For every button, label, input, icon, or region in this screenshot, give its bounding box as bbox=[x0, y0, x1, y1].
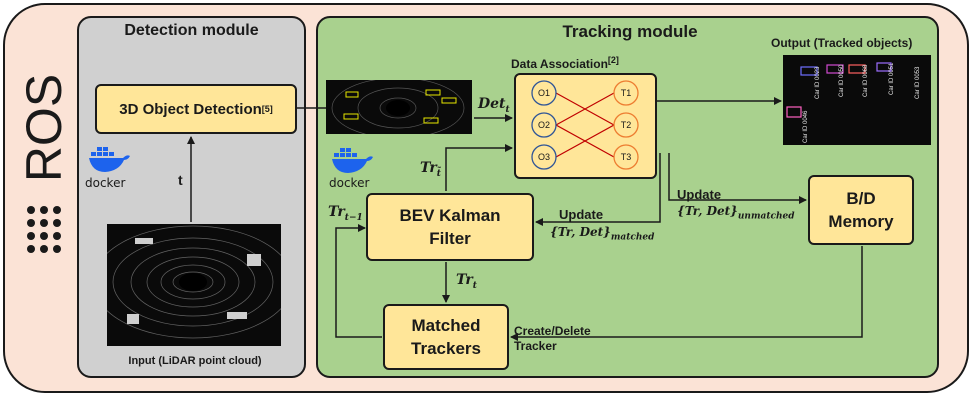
docker-label: docker bbox=[85, 176, 126, 190]
node-label-o3: O3 bbox=[538, 152, 550, 162]
detection-frame-image bbox=[326, 80, 472, 134]
bd-memory-box: B/D Memory bbox=[808, 175, 914, 245]
arrow-kalman-to-association bbox=[445, 144, 513, 191]
match-lines bbox=[555, 92, 615, 158]
input-caption: Input (LiDAR point cloud) bbox=[128, 355, 262, 367]
track-id-label: Car ID 0051 bbox=[889, 62, 895, 95]
create-delete-line1: Create/Delete bbox=[514, 324, 591, 338]
data-association-ref: [2] bbox=[607, 55, 619, 65]
lidar-input-image bbox=[107, 224, 281, 346]
output-title: Output (Tracked objects) bbox=[771, 36, 913, 50]
unmatched-formula-base: {Tr, Det} bbox=[677, 204, 738, 218]
tr-tilde-label: Trt̃ bbox=[420, 160, 441, 179]
docker-label: docker bbox=[329, 176, 370, 190]
node-label-t3: T3 bbox=[621, 152, 632, 162]
matched-formula-base: {Tr, Det} bbox=[550, 225, 611, 239]
track-id-label: Car ID 0046 bbox=[803, 110, 809, 143]
association-graph: O1 O2 O3 T1 T2 T3 bbox=[531, 80, 639, 170]
docker-icon bbox=[332, 148, 373, 173]
track-node bbox=[613, 80, 639, 106]
lidar-point-cloud-icon bbox=[107, 225, 281, 339]
node-label-t2: T2 bbox=[621, 120, 632, 130]
tr-t-base: Tr bbox=[456, 272, 473, 288]
track-id-label: Car ID 0053 bbox=[915, 66, 921, 99]
detection-frame-icon bbox=[331, 80, 465, 134]
tr-t-minus-1-label: Trt−1 bbox=[328, 204, 363, 223]
track-node bbox=[613, 112, 639, 138]
tr-t-label: Trt bbox=[456, 272, 477, 291]
ros-dots-icon bbox=[27, 206, 61, 253]
update-unmatched-formula: {Tr, Det}unmatched bbox=[677, 204, 795, 221]
create-delete-line2: Tracker bbox=[514, 339, 557, 353]
tr-prev-base: Tr bbox=[328, 204, 345, 220]
matched-line1: Matched bbox=[411, 316, 481, 335]
detection-node bbox=[531, 112, 557, 138]
output-tracked-image: Car ID 0023 Car ID 0050 Car ID 0068 Car … bbox=[783, 55, 931, 145]
update-unmatched-label: Update bbox=[677, 187, 722, 202]
memory-line1: B/D bbox=[846, 189, 876, 208]
ros-label: ROS bbox=[16, 74, 72, 182]
memory-line2: Memory bbox=[828, 212, 894, 231]
tr-tilde-base: Tr bbox=[420, 160, 437, 176]
object-detection-label: 3D Object Detection bbox=[119, 100, 262, 118]
update-matched-label: Update bbox=[559, 207, 604, 222]
docker-icon bbox=[89, 147, 130, 172]
det-t-base: Det bbox=[478, 96, 506, 112]
bev-kalman-filter-box: BEV Kalman Filter bbox=[366, 193, 534, 261]
arrow-association-to-memory bbox=[668, 153, 807, 204]
ros-logo: ROS bbox=[16, 74, 72, 253]
matched-trackers-box: Matched Trackers bbox=[383, 304, 509, 370]
create-delete-label: Create/Delete Tracker bbox=[514, 324, 591, 354]
arrow-memory-to-matched bbox=[510, 246, 863, 341]
detection-node bbox=[531, 80, 557, 106]
matched-formula-sub: matched bbox=[610, 232, 655, 243]
kalman-line2: Filter bbox=[429, 229, 471, 248]
tr-prev-sub: t−1 bbox=[344, 212, 363, 223]
tr-t-sub: t bbox=[472, 280, 477, 291]
object-detection-ref: [5] bbox=[261, 104, 273, 114]
detection-node bbox=[531, 144, 557, 170]
tr-tilde-sub: t̃ bbox=[436, 168, 441, 179]
arrow-association-to-kalman bbox=[535, 153, 661, 226]
object-detection-box: 3D Object Detection[5] bbox=[95, 84, 297, 134]
detection-module-title: Detection module bbox=[124, 22, 259, 39]
time-label: t bbox=[178, 172, 183, 188]
track-id-label: Car ID 0068 bbox=[863, 64, 869, 97]
det-t-label: Dett bbox=[478, 96, 510, 115]
node-label-o2: O2 bbox=[538, 120, 550, 130]
tracked-objects-graphic: Car ID 0023 Car ID 0050 Car ID 0068 Car … bbox=[786, 62, 921, 143]
arrow-matched-to-kalman bbox=[335, 224, 382, 338]
kalman-line1: BEV Kalman bbox=[399, 206, 501, 225]
track-node bbox=[613, 144, 639, 170]
track-id-label: Car ID 0023 bbox=[815, 66, 821, 99]
data-association-title: Data Association[2] bbox=[511, 55, 619, 71]
node-label-t1: T1 bbox=[621, 88, 632, 98]
matched-line2: Trackers bbox=[411, 339, 481, 358]
unmatched-formula-sub: unmatched bbox=[737, 211, 795, 222]
update-matched-formula: {Tr, Det}matched bbox=[550, 225, 654, 242]
track-id-label: Car ID 0050 bbox=[839, 64, 845, 97]
node-label-o1: O1 bbox=[538, 88, 550, 98]
data-association-label: Data Association bbox=[511, 57, 608, 71]
tracking-module-title: Tracking module bbox=[562, 22, 698, 41]
det-t-sub: t bbox=[505, 104, 510, 115]
